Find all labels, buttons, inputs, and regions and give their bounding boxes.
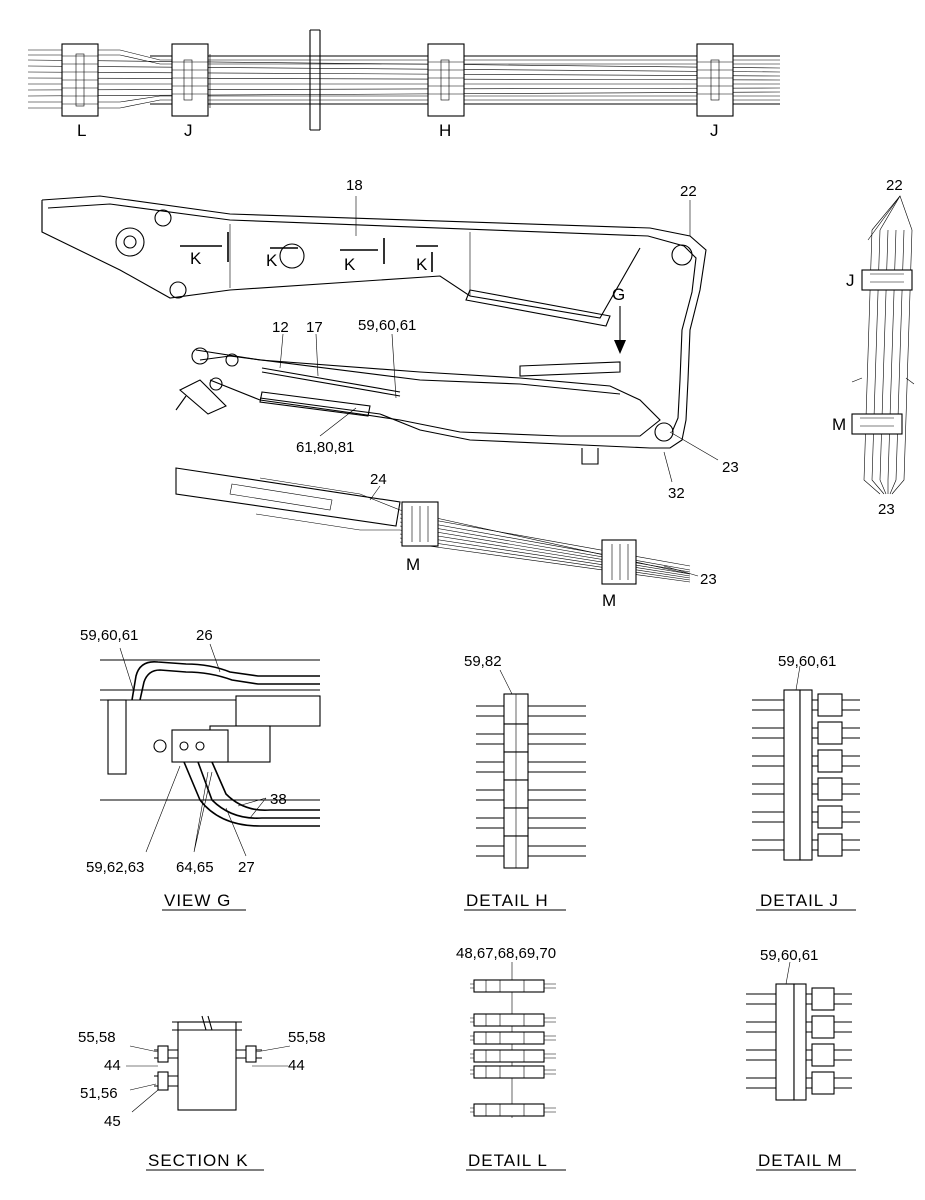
callout-24: 24	[370, 471, 387, 488]
section-k-marker-2: K	[266, 251, 278, 270]
view-g-marker: G	[612, 285, 625, 304]
top-plan-view: L J H J	[27, 29, 781, 140]
callout-23: 23	[722, 459, 739, 476]
view-g-title: VIEW G	[164, 891, 231, 910]
detail-h-title: DETAIL H	[466, 891, 549, 910]
callout-61-80-81: 61,80,81	[296, 439, 354, 456]
top-label-j1: J	[184, 121, 193, 140]
clamp-label-m1: M	[406, 555, 420, 574]
view-g-callout-26: 26	[196, 627, 213, 644]
section-k: 55,58 55,58 44 44 51,56 45 SECTION K	[78, 1015, 326, 1171]
hose-bundle-view: 24 M M 23	[175, 467, 717, 610]
side-callout-23: 23	[878, 501, 895, 518]
section-k-marker-1: K	[190, 249, 202, 268]
clamp-label-m2: M	[602, 591, 616, 610]
top-label-l: L	[77, 121, 86, 140]
section-k-callout-mr: 44	[288, 1057, 305, 1074]
callout-23-bundle: 23	[700, 571, 717, 588]
detail-m: 59,60,61 DETAIL M	[746, 947, 856, 1171]
detail-m-callout: 59,60,61	[760, 947, 818, 964]
callout-59-60-61: 59,60,61	[358, 317, 416, 334]
view-g: 59,60,61 26 38 59,62,63 64,65 27 VIEW G	[80, 627, 321, 911]
side-label-m: M	[832, 415, 846, 434]
view-g-callout-27: 27	[238, 859, 255, 876]
section-k-marker-4: K	[416, 255, 428, 274]
detail-l-title: DETAIL L	[468, 1151, 548, 1170]
callout-12: 12	[272, 319, 289, 336]
detail-l-callout: 48,67,68,69,70	[456, 945, 556, 962]
view-g-callout-59-62-63: 59,62,63	[86, 859, 144, 876]
callout-22: 22	[680, 183, 697, 200]
section-k-callout-bb: 45	[104, 1113, 121, 1130]
section-k-callout-tr: 55,58	[288, 1029, 326, 1046]
callout-17: 17	[306, 319, 323, 336]
callout-18: 18	[346, 177, 363, 194]
detail-h: 59,82 DETAIL H	[464, 653, 586, 911]
view-g-callout-38: 38	[270, 791, 287, 808]
side-callout-22: 22	[886, 177, 903, 194]
callout-32: 32	[668, 485, 685, 502]
section-k-callout-tl: 55,58	[78, 1029, 116, 1046]
side-label-j: J	[846, 271, 855, 290]
section-k-callout-bl: 51,56	[80, 1085, 118, 1102]
detail-m-title: DETAIL M	[758, 1151, 843, 1170]
detail-j: 59,60,61 DETAIL J	[752, 653, 860, 911]
detail-h-callout: 59,82	[464, 653, 502, 670]
section-k-title: SECTION K	[148, 1151, 249, 1170]
detail-j-title: DETAIL J	[760, 891, 839, 910]
section-k-callout-ml: 44	[104, 1057, 121, 1074]
view-g-callout-64-65: 64,65	[176, 859, 214, 876]
detail-j-callout: 59,60,61	[778, 653, 836, 670]
view-g-callout-59-60-61: 59,60,61	[80, 627, 138, 644]
top-label-h: H	[439, 121, 451, 140]
section-k-marker-3: K	[344, 255, 356, 274]
right-side-view: 22 23 J M	[832, 177, 915, 518]
boom-arm-view: K K K K G 18 22 12 17 59,60,61 61,80,81 …	[41, 177, 739, 502]
top-label-j2: J	[710, 121, 719, 140]
detail-l: 48,67,68,69,70 DETAIL L	[456, 945, 566, 1171]
